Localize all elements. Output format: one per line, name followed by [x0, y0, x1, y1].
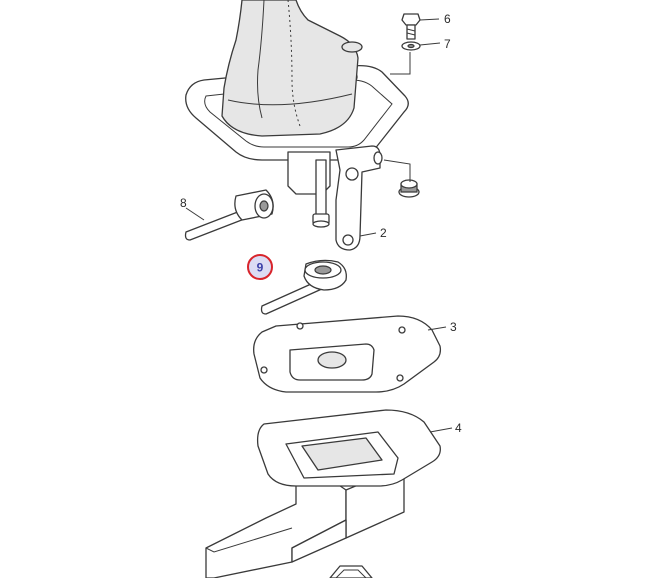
washer-part-7 — [401, 41, 421, 51]
partial-bracket — [329, 565, 373, 578]
callout-8: 8 — [180, 196, 187, 210]
highlight-ring — [247, 254, 273, 280]
callout-7: 7 — [444, 37, 451, 51]
callout-4: 4 — [455, 421, 462, 435]
rod-bushing-part-9 — [260, 259, 347, 315]
bolt-part-6 — [401, 13, 421, 40]
leader-lines — [185, 18, 453, 433]
callout-9: 9 — [257, 261, 264, 275]
housing-part-4 — [205, 409, 441, 578]
callout-labels: 6 7 8 2 3 4 — [180, 12, 462, 435]
grommet — [398, 179, 420, 198]
shift-boot-assembly — [185, 0, 409, 161]
callout-3: 3 — [450, 320, 457, 334]
callout-2: 2 — [380, 226, 387, 240]
rod-bushing-part-8 — [184, 189, 274, 241]
plate-part-3 — [253, 315, 442, 393]
callout-6: 6 — [444, 12, 451, 26]
shift-lever-linkage — [287, 145, 383, 251]
highlighted-callout-9[interactable]: 9 — [247, 254, 273, 280]
